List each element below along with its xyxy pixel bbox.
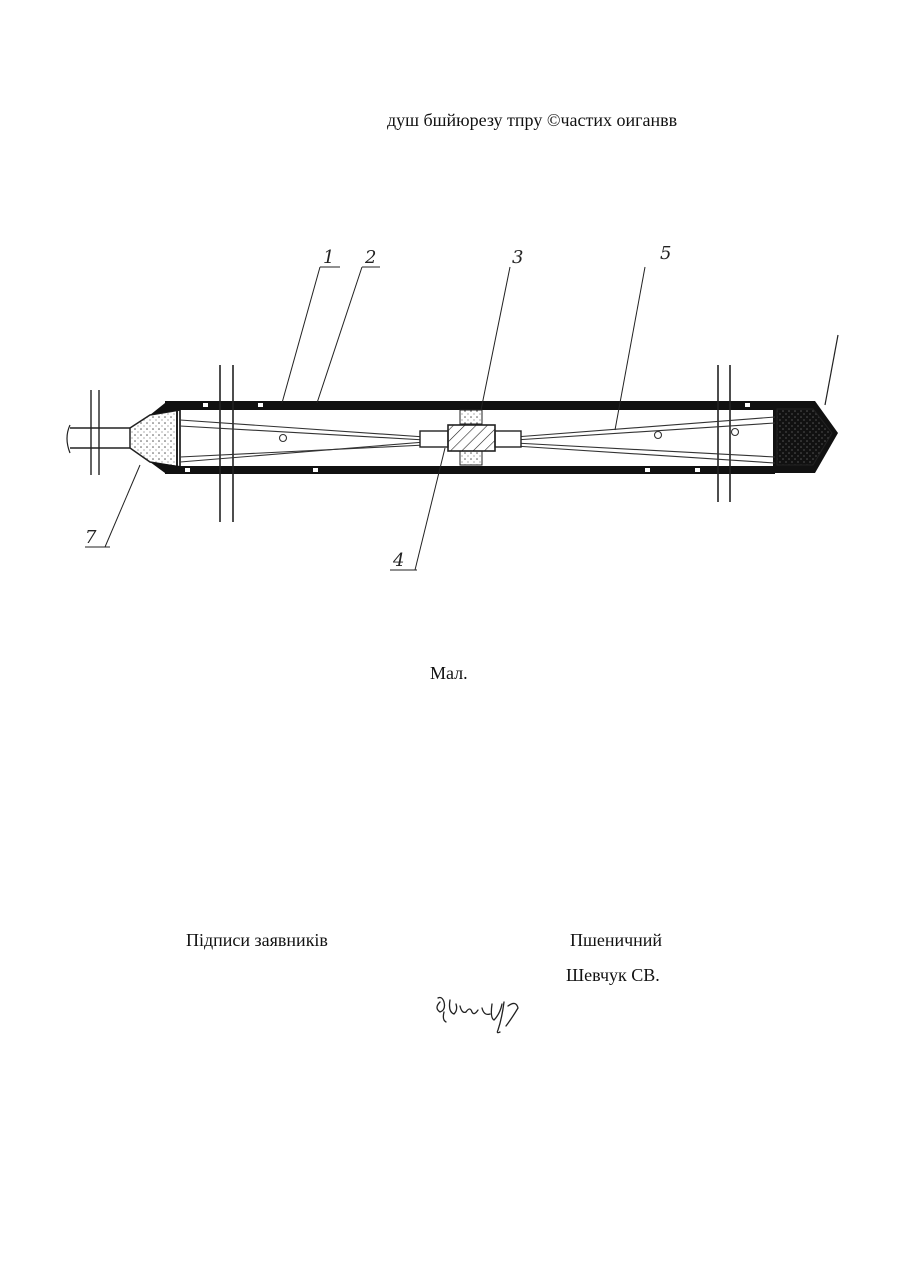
- callout-5: 5: [660, 243, 671, 264]
- callout-3: 3: [512, 247, 523, 268]
- header-text: душ бшйюрезу тпру ©частих оиганвв: [387, 110, 677, 131]
- signatures-label: Підписи заявників: [186, 930, 328, 951]
- left-end-plug: [130, 410, 180, 467]
- applicant-name-2: Шевчук СВ.: [566, 965, 660, 986]
- callout-7: 7: [85, 527, 97, 548]
- right-rod: [718, 365, 730, 502]
- left-rod: [220, 365, 233, 522]
- callout-4: 4: [392, 550, 404, 571]
- figure-caption: Мал.: [430, 663, 468, 684]
- callout-2: 2: [364, 247, 376, 268]
- central-coupler: [420, 410, 521, 465]
- applicant-name-1: Пшеничний: [570, 930, 662, 951]
- left-stub: [67, 390, 130, 475]
- technical-drawing: 1 2 3 5 7 4: [55, 235, 845, 585]
- callout-1: 1: [323, 247, 334, 268]
- handwritten-signature: [432, 990, 532, 1040]
- right-end-plug: [773, 335, 838, 473]
